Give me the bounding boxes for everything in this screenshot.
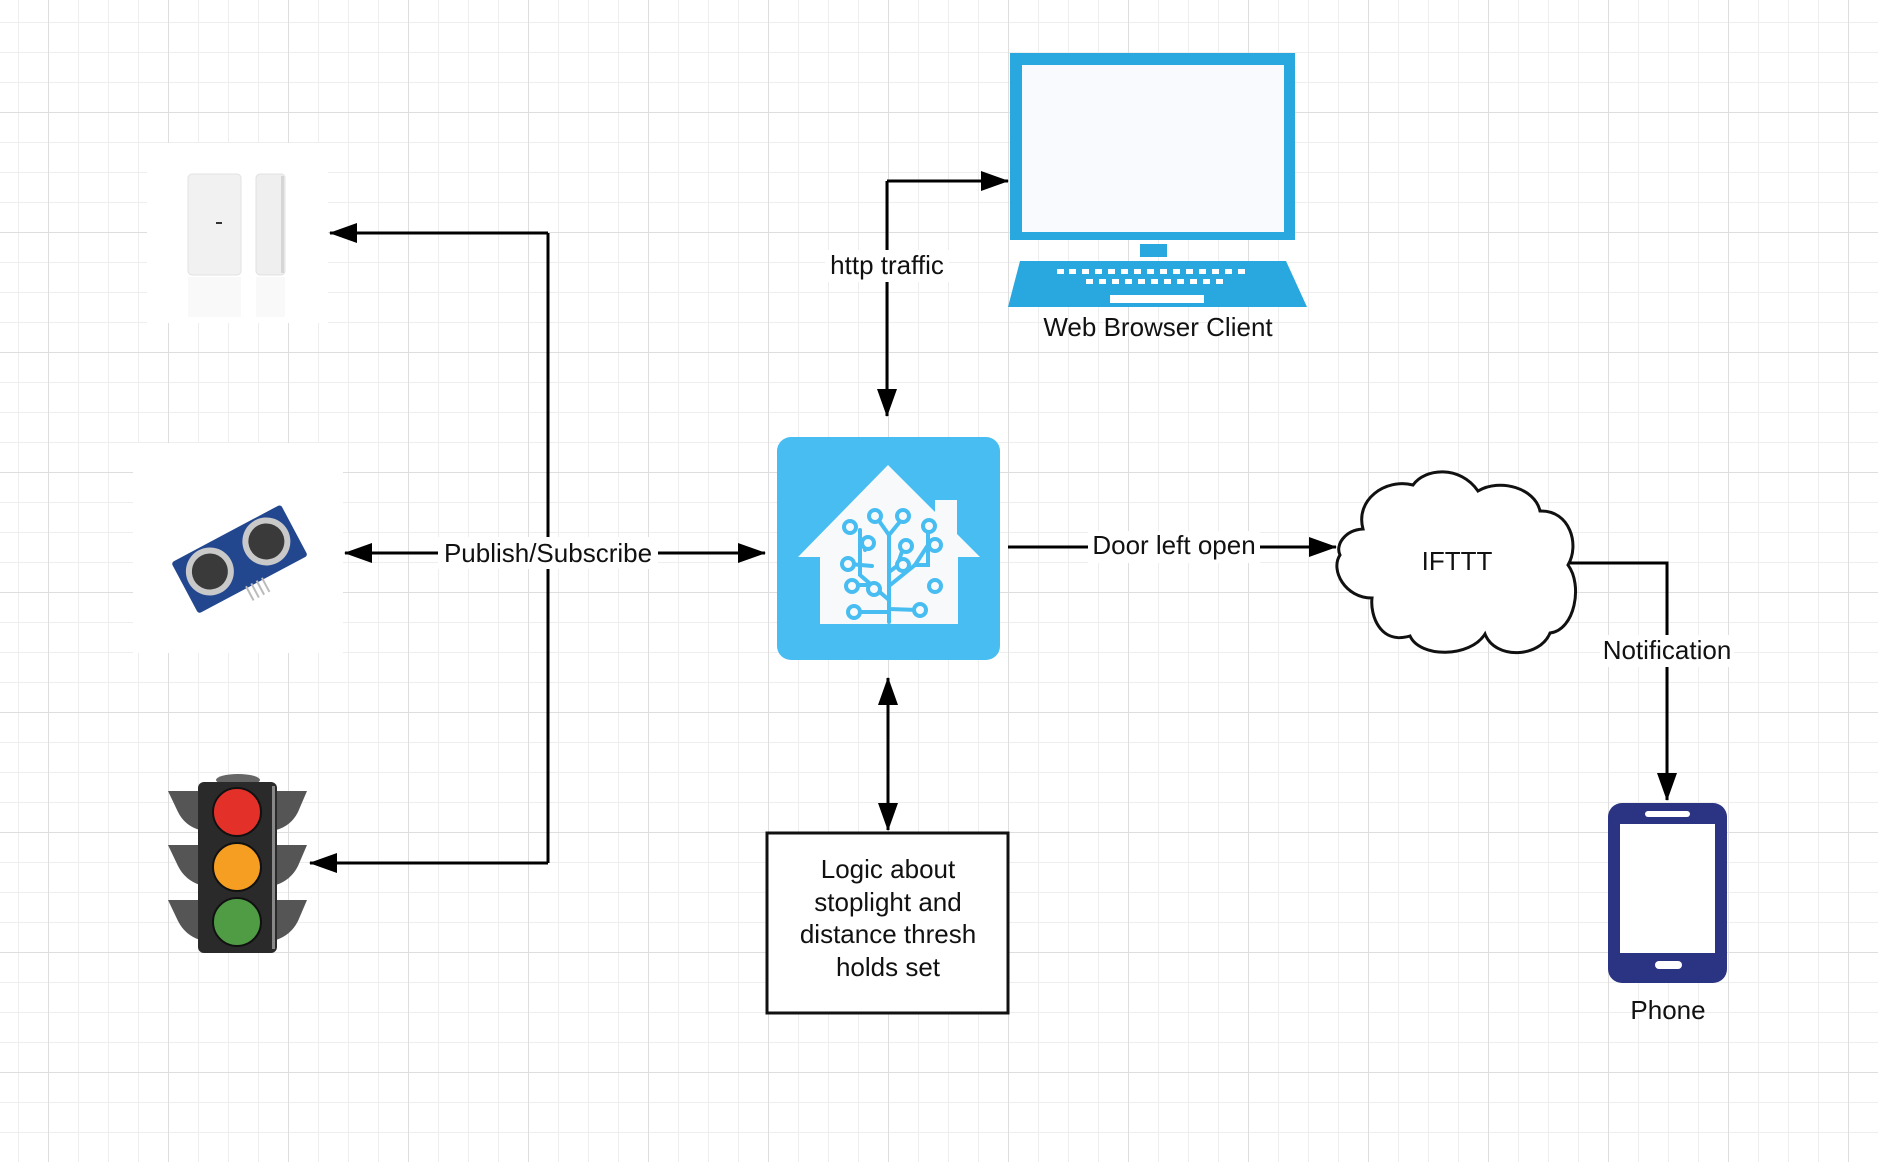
http-traffic-label-bg xyxy=(825,250,949,282)
door-sensor-icon xyxy=(187,173,286,317)
logic-text-line-1: Logic about xyxy=(821,854,956,884)
laptop-icon xyxy=(1008,53,1307,307)
publish-subscribe-label-bg xyxy=(438,537,658,569)
notification-label: Notification xyxy=(1603,635,1732,665)
web-client-node[interactable]: Web Browser Client xyxy=(1008,53,1307,342)
ifttt-label: IFTTT xyxy=(1422,546,1493,576)
logic-text-line-3: distance thresh xyxy=(800,919,976,949)
web-client-label: Web Browser Client xyxy=(1043,312,1273,342)
notification-label-bg xyxy=(1600,635,1734,667)
ifttt-node[interactable]: IFTTT xyxy=(1335,470,1577,655)
door-left-open-label: Door left open xyxy=(1092,530,1255,560)
traffic-light-icon xyxy=(168,774,307,953)
cloud-icon xyxy=(1335,470,1577,655)
logic-text-line-4: holds set xyxy=(836,952,941,982)
notification-connector[interactable] xyxy=(1570,561,1677,801)
http-traffic-label: http traffic xyxy=(830,250,944,280)
door-sensor-node[interactable] xyxy=(147,143,328,323)
phone-node[interactable]: Phone xyxy=(1608,803,1727,1025)
door-left-open-label-bg xyxy=(1088,531,1260,563)
logic-box-node[interactable]: Logic about stoplight and distance thres… xyxy=(765,831,1010,1015)
http-traffic-connector[interactable] xyxy=(877,171,1009,417)
home-assistant-node[interactable] xyxy=(777,437,1000,660)
home-assistant-logo-icon xyxy=(798,465,980,624)
ultrasonic-sensor-node[interactable] xyxy=(133,443,343,653)
stoplight-node[interactable] xyxy=(168,774,307,953)
logic-text-line-2: stoplight and xyxy=(814,887,961,917)
ultrasonic-sensor-icon xyxy=(172,505,307,613)
logic-box xyxy=(765,831,1010,1015)
phone-label: Phone xyxy=(1630,995,1705,1025)
phone-icon xyxy=(1608,803,1727,983)
publish-subscribe-label: Publish/Subscribe xyxy=(444,538,652,568)
